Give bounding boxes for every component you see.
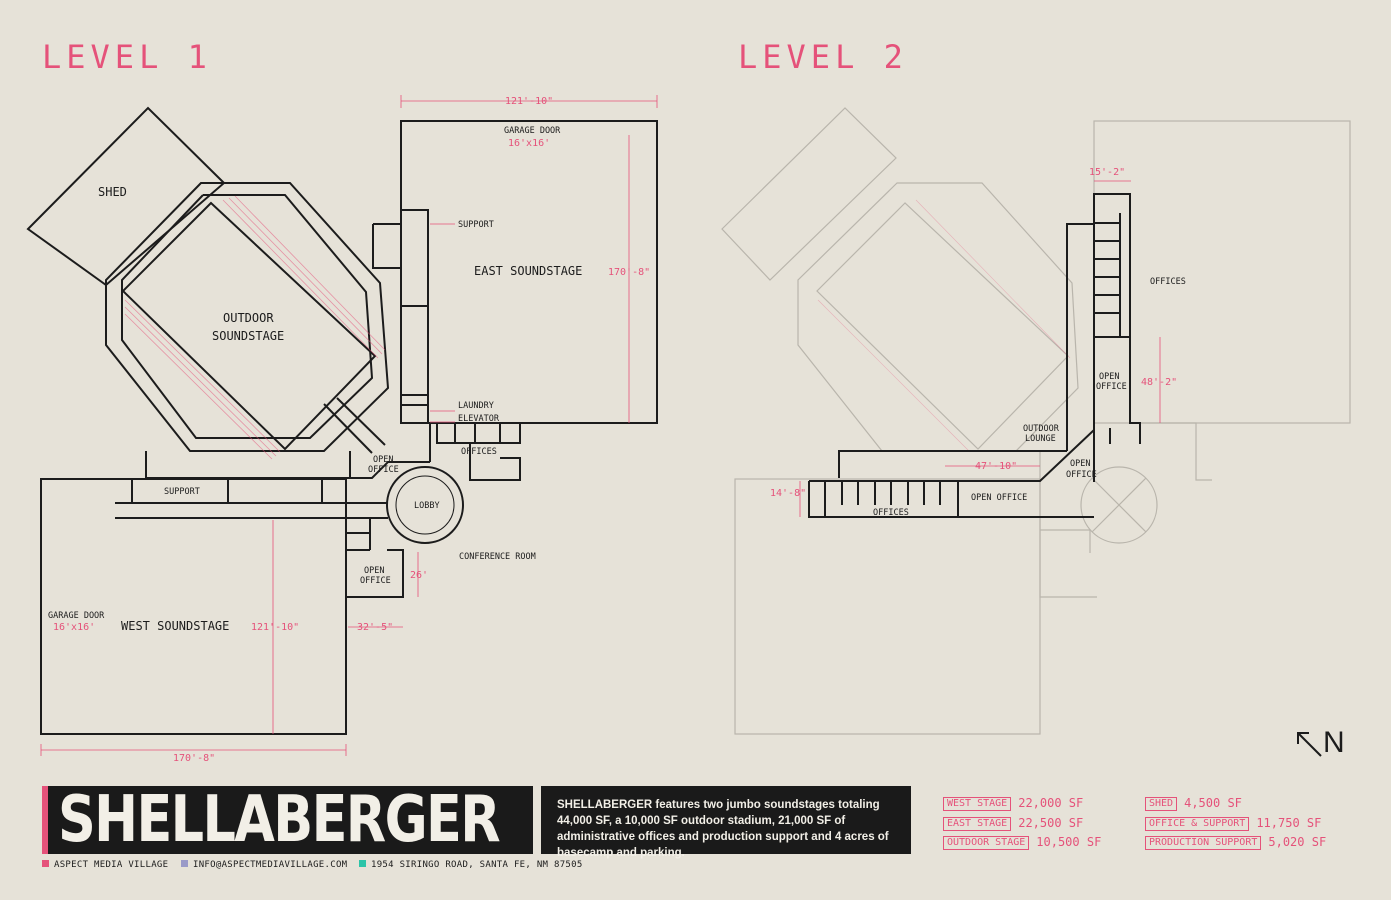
dim-l2-top: 15'-2" bbox=[1089, 167, 1125, 178]
dim-lobby-width: 32'-5" bbox=[357, 622, 393, 633]
label-l2-open-b2: OFFICE bbox=[1066, 470, 1097, 480]
label-lobby: LOBBY bbox=[414, 501, 440, 511]
dim-l2-corridor: 47'-10" bbox=[975, 461, 1017, 472]
level-2-title: LEVEL 2 bbox=[738, 38, 908, 76]
label-open-office-a1: OPEN bbox=[373, 455, 393, 465]
label-l2-open-1: OPEN bbox=[1099, 372, 1119, 382]
bullet-square-icon bbox=[42, 860, 49, 867]
label-east-garage-size: 16'x16' bbox=[508, 138, 550, 149]
bullet-square-icon bbox=[359, 860, 366, 867]
north-indicator: N bbox=[1295, 726, 1345, 760]
north-label: N bbox=[1323, 726, 1345, 759]
label-support-east: SUPPORT bbox=[458, 220, 494, 230]
dim-east-height: 170'-8" bbox=[608, 267, 650, 278]
label-l2-open-b1: OPEN bbox=[1070, 459, 1090, 469]
level-2-ghost bbox=[721, 107, 1351, 735]
label-outdoor-lounge-2: LOUNGE bbox=[1025, 434, 1056, 444]
level-1-title: LEVEL 1 bbox=[42, 38, 212, 76]
label-l2-offices: OFFICES bbox=[873, 508, 909, 518]
label-east-garage: GARAGE DOOR bbox=[504, 126, 561, 136]
footer-item-email[interactable]: INFO@ASPECTMEDIAVILLAGE.COM bbox=[181, 860, 347, 870]
footer-item-company: ASPECT MEDIA VILLAGE bbox=[42, 860, 168, 870]
label-laundry: LAUNDRY bbox=[458, 401, 494, 411]
label-outdoor-lounge-1: OUTDOOR bbox=[1023, 424, 1060, 434]
label-offices-l1: OFFICES bbox=[461, 447, 497, 457]
label-east-soundstage: EAST SOUNDSTAGE bbox=[474, 264, 582, 278]
west-soundstage-outline bbox=[40, 478, 347, 735]
label-outdoor-2: SOUNDSTAGE bbox=[212, 329, 284, 343]
dim-west-height: 121'-10" bbox=[251, 622, 299, 633]
label-l2-open-2: OFFICE bbox=[1096, 382, 1127, 392]
label-open-office-a2: OFFICE bbox=[368, 465, 399, 475]
label-elevator: ELEVATOR bbox=[458, 414, 500, 424]
dim-west-width: 170'-8" bbox=[173, 753, 215, 764]
floor-plan: SHED OUTDOOR SOUNDSTAGE EAST SOUNDSTAGE … bbox=[26, 95, 1351, 764]
label-west-garage-size: 16'x16' bbox=[53, 622, 95, 633]
label-outdoor-1: OUTDOOR bbox=[223, 311, 274, 325]
dim-conference-depth: 26' bbox=[410, 570, 428, 581]
label-support-west: SUPPORT bbox=[164, 487, 200, 497]
lobby-circle bbox=[386, 466, 464, 544]
dim-east-width: 121'-10" bbox=[505, 96, 553, 107]
bullet-square-icon bbox=[181, 860, 188, 867]
label-west-garage: GARAGE DOOR bbox=[48, 611, 105, 621]
brand-name: SHELLABERGER bbox=[58, 783, 501, 857]
label-l2-open-office: OPEN OFFICE bbox=[971, 493, 1027, 503]
outdoor-inner-wall bbox=[121, 194, 374, 439]
label-west-soundstage: WEST SOUNDSTAGE bbox=[121, 619, 229, 633]
outdoor-outer-wall bbox=[105, 182, 390, 452]
description: SHELLABERGER features two jumbo soundsta… bbox=[541, 786, 911, 859]
footer-item-address: 1954 SIRINGO ROAD, SANTA FE, NM 87505 bbox=[359, 860, 583, 870]
dim-l2-left: 14'-8" bbox=[770, 488, 806, 499]
label-offices-l2-tower: OFFICES bbox=[1150, 277, 1186, 287]
north-arrow-icon bbox=[1297, 732, 1322, 757]
label-shed: SHED bbox=[98, 185, 127, 199]
label-open-office-b2: OFFICE bbox=[360, 576, 391, 586]
dim-l2-side: 48'-2" bbox=[1141, 377, 1177, 388]
label-conference-room: CONFERENCE ROOM bbox=[459, 552, 536, 562]
level-1-plan bbox=[26, 106, 658, 735]
brand-bar: SHELLABERGER bbox=[42, 786, 533, 854]
level-2-plan bbox=[808, 193, 1141, 518]
label-open-office-b1: OPEN bbox=[364, 566, 384, 576]
outdoor-soundstage-outline bbox=[121, 201, 377, 451]
